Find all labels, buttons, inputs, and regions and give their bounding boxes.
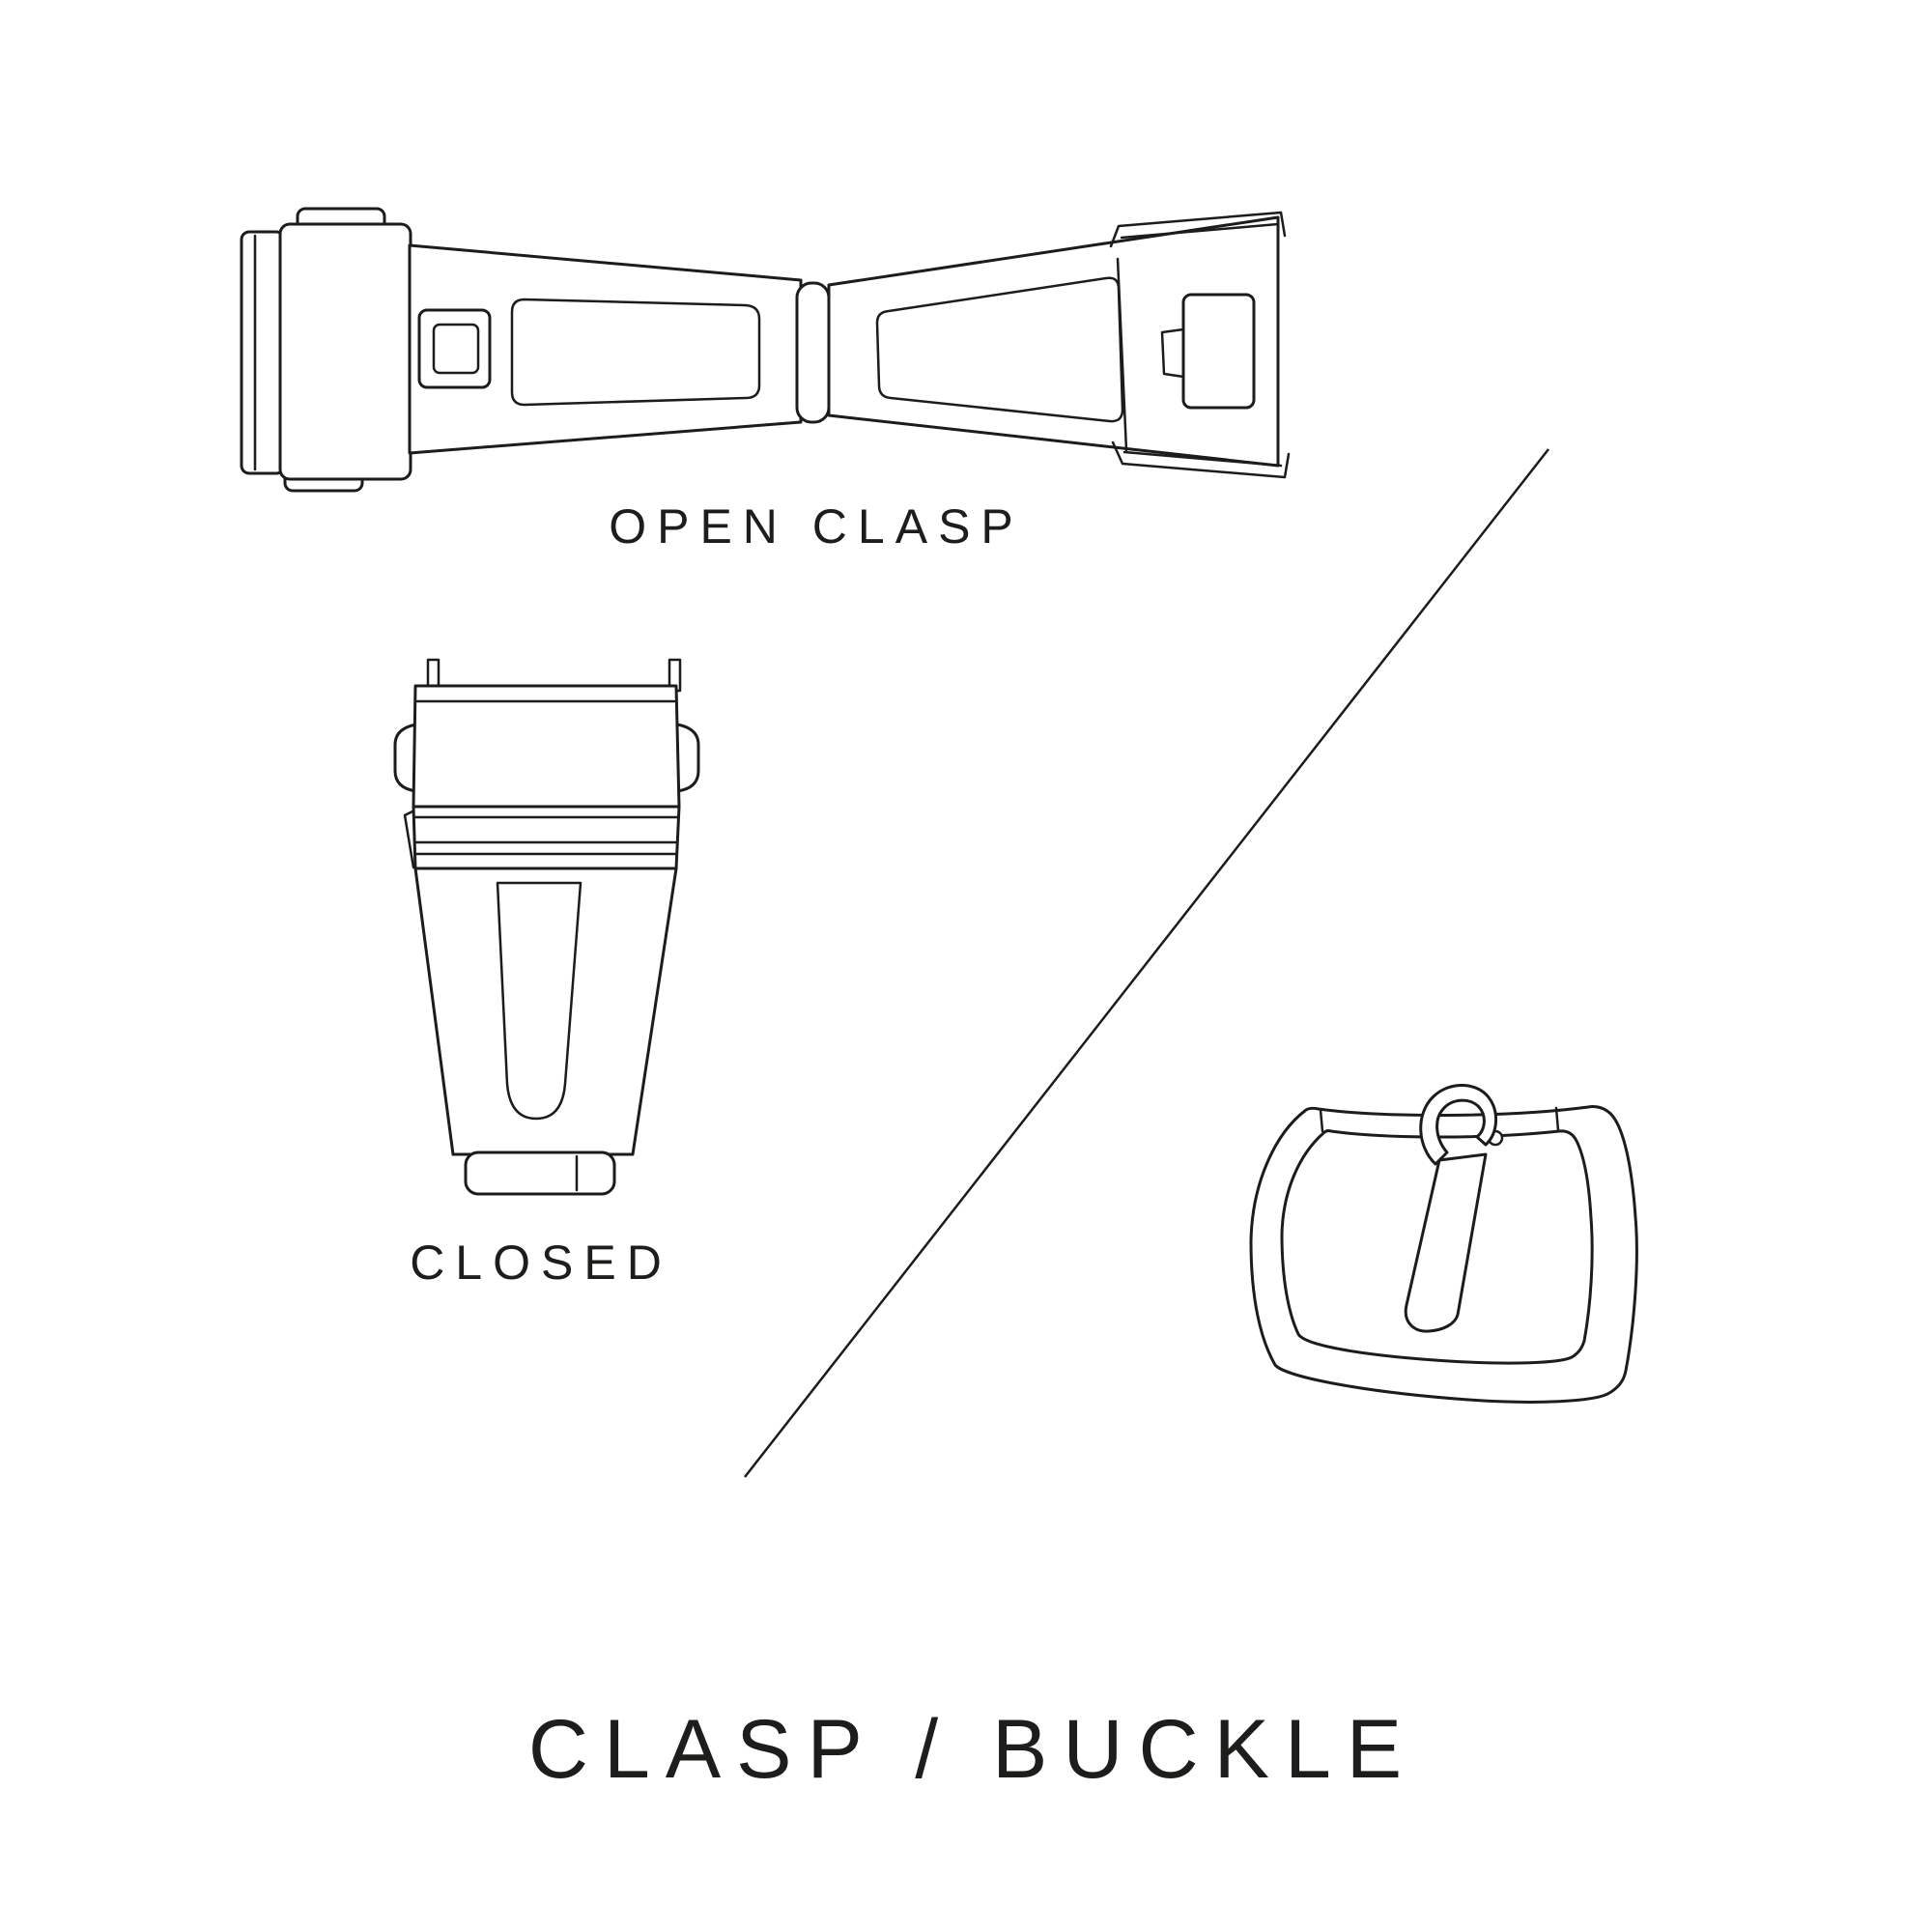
- clasp-top-cover: [412, 684, 681, 809]
- page-title: CLASP / BUCKLE: [527, 1703, 1418, 1796]
- clasp-blade-left: [408, 243, 803, 455]
- fold-band: [412, 805, 681, 870]
- catch-tab: [417, 308, 492, 389]
- side-tab-left: [393, 723, 418, 793]
- diagonal-divider-line: [744, 448, 1549, 1478]
- side-tab-right: [675, 723, 700, 793]
- buckle-tongue-loop: [1419, 1083, 1497, 1166]
- bottom-link-bar: [464, 1151, 616, 1196]
- end-link-left: [240, 207, 412, 493]
- open-clasp-label: OPEN CLASP: [609, 499, 1024, 554]
- closed-clasp-label: CLOSED: [410, 1236, 672, 1290]
- spring-bar-end-right: [1554, 1106, 1560, 1132]
- end-link-right: [1109, 211, 1291, 479]
- open-clasp-illustration: [240, 207, 1291, 493]
- hinge-pin: [795, 281, 831, 424]
- clasp-body: [413, 867, 678, 1156]
- closed-clasp-illustration: [393, 658, 700, 1196]
- tang-buckle-illustration: [1249, 1083, 1638, 1404]
- clasp-blade-right: [827, 215, 1280, 468]
- buckle-tongue-strip: [1404, 1152, 1488, 1333]
- spring-bar-end-left: [1319, 1108, 1324, 1133]
